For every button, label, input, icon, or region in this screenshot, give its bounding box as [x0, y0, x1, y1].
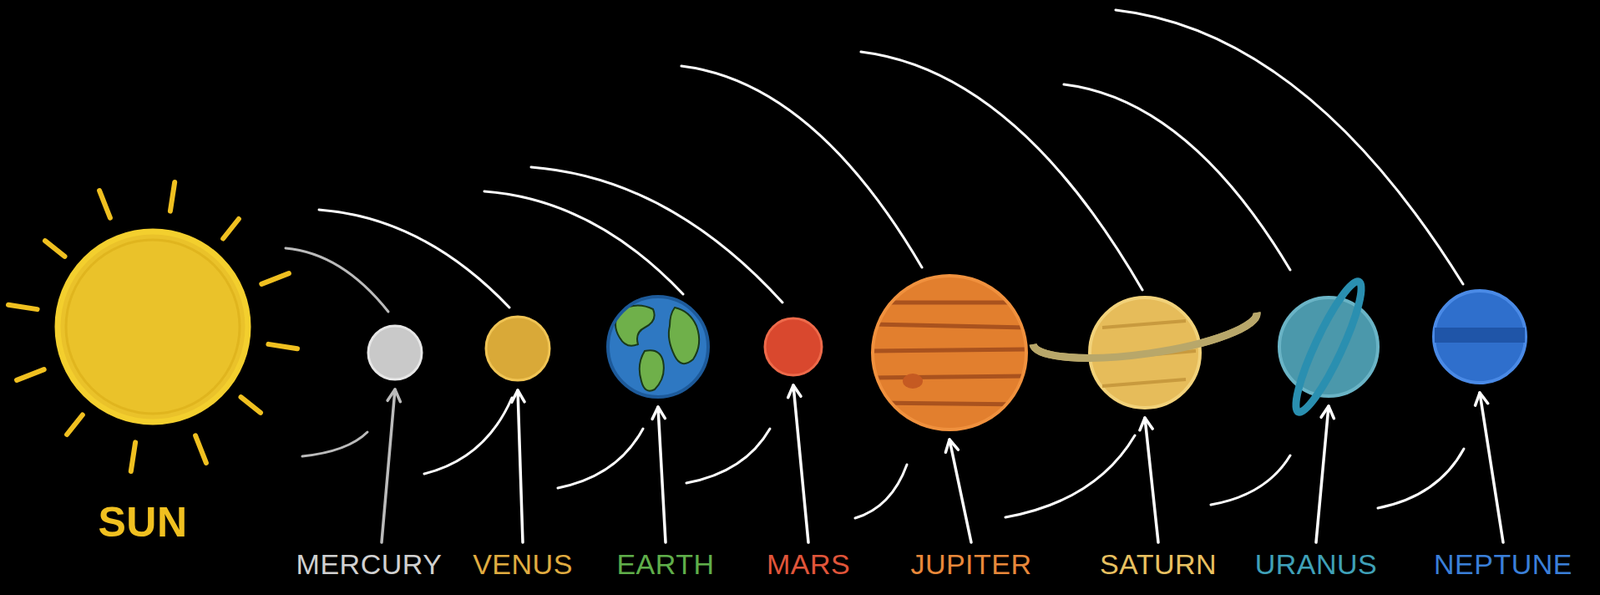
- orbit-arc: [285, 248, 389, 312]
- sun-ray: [170, 182, 175, 212]
- orbit-arc: [531, 167, 783, 303]
- planet-label: NEPTUNE: [1433, 548, 1573, 580]
- sun-ray: [66, 415, 83, 436]
- sun: [8, 182, 298, 471]
- arrow-head: [1475, 392, 1489, 406]
- leader-arrow: [793, 384, 809, 542]
- leader-arrow: [1479, 392, 1504, 542]
- orbit-arc: [557, 428, 644, 488]
- orbit-arc: [424, 397, 512, 474]
- planet-label: MARS: [766, 548, 851, 580]
- leader-arrow: [949, 439, 972, 542]
- planet-label: VENUS: [472, 548, 573, 580]
- orbit-arc: [681, 65, 922, 268]
- mars-planet: [764, 318, 822, 375]
- sun-ray: [16, 369, 45, 380]
- arrow-head: [511, 389, 525, 402]
- planet-label: URANUS: [1255, 548, 1378, 580]
- neptune-planet: [1433, 290, 1526, 383]
- planet-label: EARTH: [616, 548, 714, 580]
- orbit-arc: [484, 191, 684, 294]
- planet-label: MERCURY: [296, 548, 443, 580]
- leader-arrow: [658, 406, 666, 542]
- planet-label: JUPITER: [910, 548, 1032, 580]
- orbit-arc: [1210, 455, 1291, 505]
- sun-ray: [261, 273, 289, 284]
- arrow-head: [652, 406, 665, 419]
- sun-ray: [268, 344, 298, 349]
- jupiter-planet: [868, 275, 1032, 430]
- venus-planet: [486, 316, 550, 380]
- orbit-arc: [302, 431, 368, 456]
- orbit-arc: [860, 51, 1143, 290]
- orbit-arc: [1377, 448, 1464, 508]
- leader-arrow: [1144, 417, 1159, 542]
- leader-arrow: [517, 389, 523, 542]
- leader-arrow: [1316, 405, 1329, 542]
- arrow-head: [1321, 405, 1334, 419]
- orbit-arc: [318, 209, 510, 308]
- arrow-head: [387, 389, 400, 402]
- planet-label: SATURN: [1099, 548, 1217, 580]
- sun-ray: [131, 441, 136, 471]
- orbit-arc: [855, 464, 907, 518]
- uranus-planet: [1279, 275, 1378, 417]
- arrow-head: [945, 439, 958, 452]
- mercury-planet: [368, 325, 422, 380]
- orbit-arc: [1063, 84, 1291, 270]
- sun-ray: [8, 304, 38, 309]
- sun-label: SUN: [98, 499, 188, 546]
- leader-arrow: [381, 389, 395, 542]
- sun-ray: [195, 435, 207, 463]
- sun-ray: [241, 396, 262, 413]
- earth-planet: [607, 296, 709, 397]
- sun-ray: [99, 190, 111, 218]
- arrow-head: [1139, 417, 1153, 431]
- orbit-arc: [1115, 10, 1464, 284]
- saturn-planet: [1032, 297, 1257, 408]
- orbit-arc: [1005, 435, 1135, 517]
- orbit-arc: [686, 428, 770, 483]
- sun-ray: [222, 218, 239, 239]
- arrow-head: [788, 384, 801, 398]
- sun-ray: [45, 240, 66, 257]
